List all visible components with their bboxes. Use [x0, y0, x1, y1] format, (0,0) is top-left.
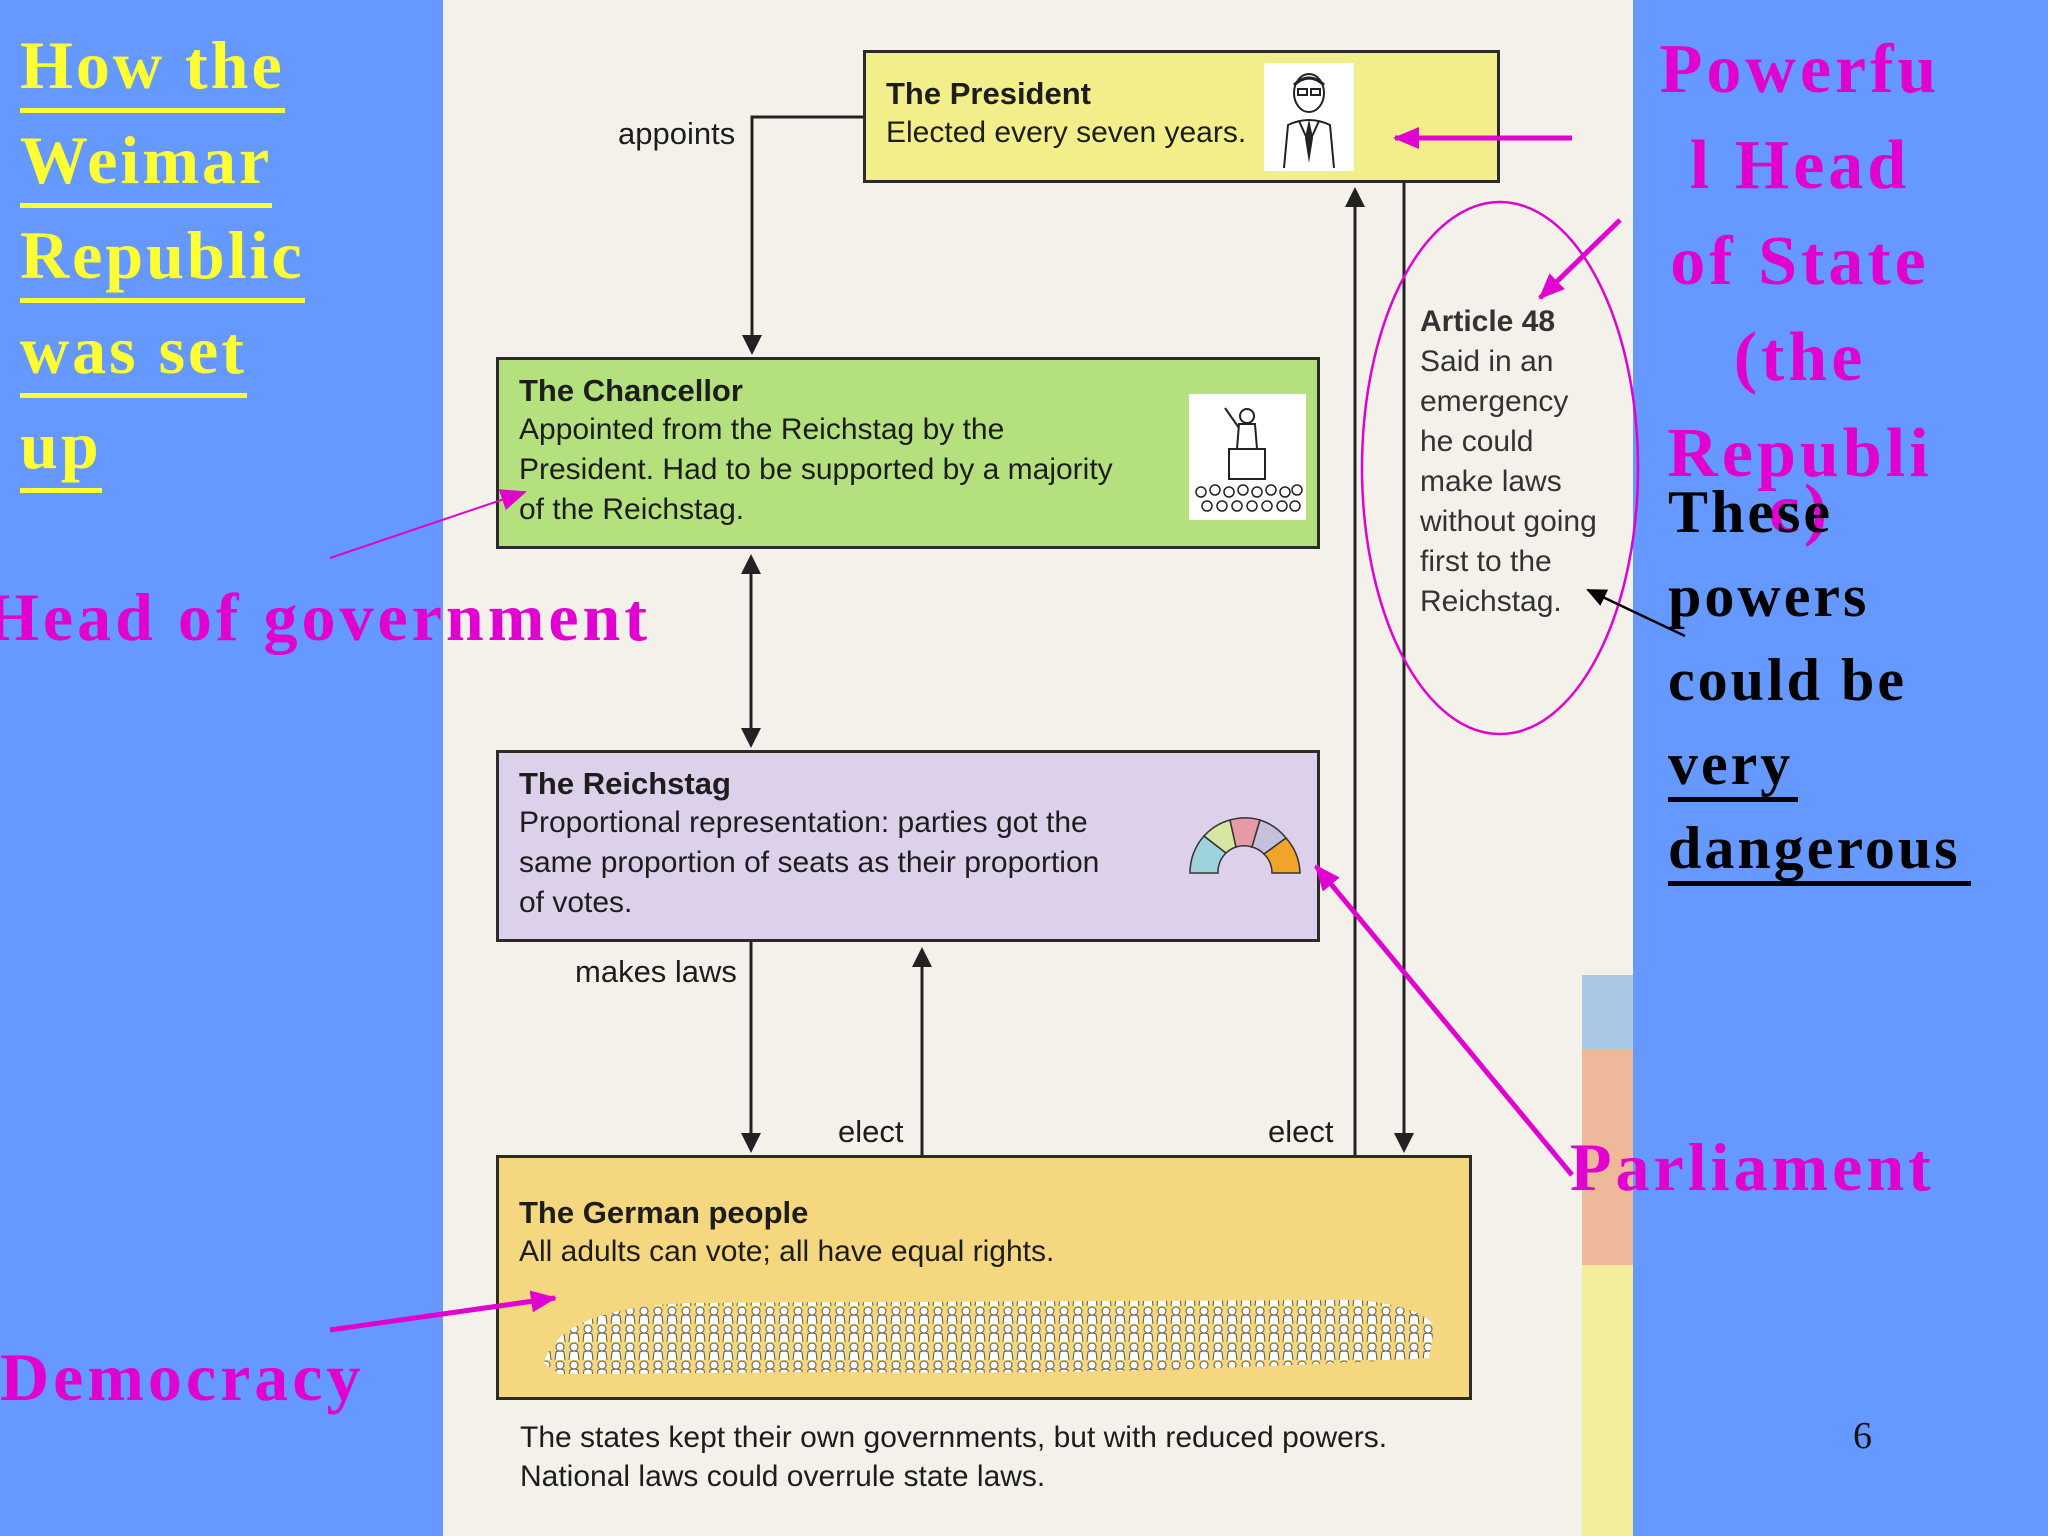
- powerful-line-1: Powerfu: [1659, 31, 1941, 108]
- appoints-label: appoints: [618, 116, 736, 151]
- page-caption: The states kept their own governments, b…: [520, 1418, 1387, 1496]
- reichstag-desc-1: Proportional representation: parties got…: [519, 806, 1088, 839]
- title-line-5: up: [20, 402, 102, 493]
- title-line-1: How the: [20, 22, 285, 113]
- article48-line-1: Said in an: [1420, 345, 1554, 378]
- chancellor-desc-1: Appointed from the Reichstag by the: [519, 413, 1005, 446]
- article48-line-3: he could: [1420, 425, 1534, 458]
- powerful-head-annotation: Powerfu l Head of State (the Republi c): [1645, 22, 1955, 558]
- parliament-arrow: [1314, 864, 1574, 1177]
- speaker-podium-icon: [1189, 394, 1306, 520]
- danger-line-3: could be: [1668, 647, 1908, 713]
- danger-annotation: These powers could be very dangerous: [1668, 470, 2018, 890]
- government-arrow: [329, 489, 527, 559]
- president-box: The President Elected every seven years.: [863, 50, 1500, 183]
- powerful-line-5: Republi: [1667, 415, 1933, 492]
- president-portrait-icon: [1264, 63, 1354, 171]
- article48-title: Article 48: [1420, 305, 1556, 338]
- reichstag-title: The Reichstag: [519, 766, 731, 801]
- powerful-line-4: (the: [1733, 319, 1867, 396]
- article48-line-7: Reichstag.: [1420, 585, 1562, 618]
- danger-line-2: powers: [1668, 563, 1870, 629]
- title-line-3: Republic: [20, 212, 305, 303]
- elect-label-left: elect: [838, 1114, 904, 1149]
- article48-line-4: make laws: [1420, 465, 1562, 498]
- parliament-seats-icon: [1189, 817, 1301, 874]
- people-box: The German people All adults can vote; a…: [496, 1155, 1472, 1400]
- appoints-arrow: [742, 115, 863, 355]
- parliament-annotation: Parliament: [1570, 1129, 1935, 1205]
- democracy-annotation: Democracy: [0, 1339, 365, 1415]
- chancellor-desc-3: of the Reichstag.: [519, 493, 745, 526]
- reichstag-box: The Reichstag Proportional representatio…: [496, 750, 1320, 942]
- danger-arrow: [1586, 588, 1686, 638]
- elect-label-right: elect: [1268, 1114, 1334, 1149]
- danger-line-5: dangerous: [1668, 815, 1971, 886]
- powerful-line-3: of State: [1670, 223, 1930, 300]
- danger-line-1: These: [1668, 479, 1833, 545]
- title-line-2: Weimar: [20, 117, 273, 208]
- government-annotation: Head of government: [0, 579, 652, 655]
- people-desc: All adults can vote; all have equal righ…: [519, 1235, 1055, 1268]
- makes-laws-label: makes laws: [575, 954, 737, 989]
- article48-line-6: first to the: [1420, 545, 1552, 578]
- chancellor-title: The Chancellor: [519, 373, 743, 408]
- article48-arrow: [1538, 218, 1622, 300]
- powerful-line-2: l Head: [1689, 127, 1911, 204]
- democracy-arrow: [329, 1290, 557, 1333]
- danger-line-4: very: [1668, 731, 1799, 802]
- article48-highlight-ellipse: [1360, 200, 1640, 736]
- article48-line-5: without going: [1420, 505, 1597, 538]
- people-title: The German people: [519, 1195, 809, 1230]
- article48-line-2: emergency: [1420, 385, 1569, 418]
- president-desc: Elected every seven years.: [886, 116, 1247, 149]
- chancellor-box: The Chancellor Appointed from the Reichs…: [496, 357, 1320, 549]
- page-number: 6: [1853, 1415, 1872, 1457]
- chancellor-desc-2: President. Had to be supported by a majo…: [519, 453, 1113, 486]
- crowd-icon: [544, 1300, 1434, 1374]
- caption-line-1: The states kept their own governments, b…: [520, 1421, 1388, 1454]
- reichstag-desc-3: of votes.: [519, 886, 633, 919]
- caption-line-2: National laws could overrule state laws.: [520, 1460, 1046, 1493]
- page-edge-strip-yellow: [1582, 1265, 1633, 1536]
- article48-note: Article 48 Said in an emergency he could…: [1420, 302, 1620, 622]
- page-edge-strip-orange: [1582, 1050, 1633, 1265]
- president-title: The President: [886, 76, 1091, 111]
- title-line-4: was set: [20, 307, 247, 398]
- slide-title: How the Weimar Republic was set up: [20, 18, 360, 493]
- powerful-line-6: c): [1768, 471, 1832, 548]
- reichstag-desc-2: same proportion of seats as their propor…: [519, 846, 1100, 879]
- page-edge-strip-blue: [1582, 975, 1633, 1050]
